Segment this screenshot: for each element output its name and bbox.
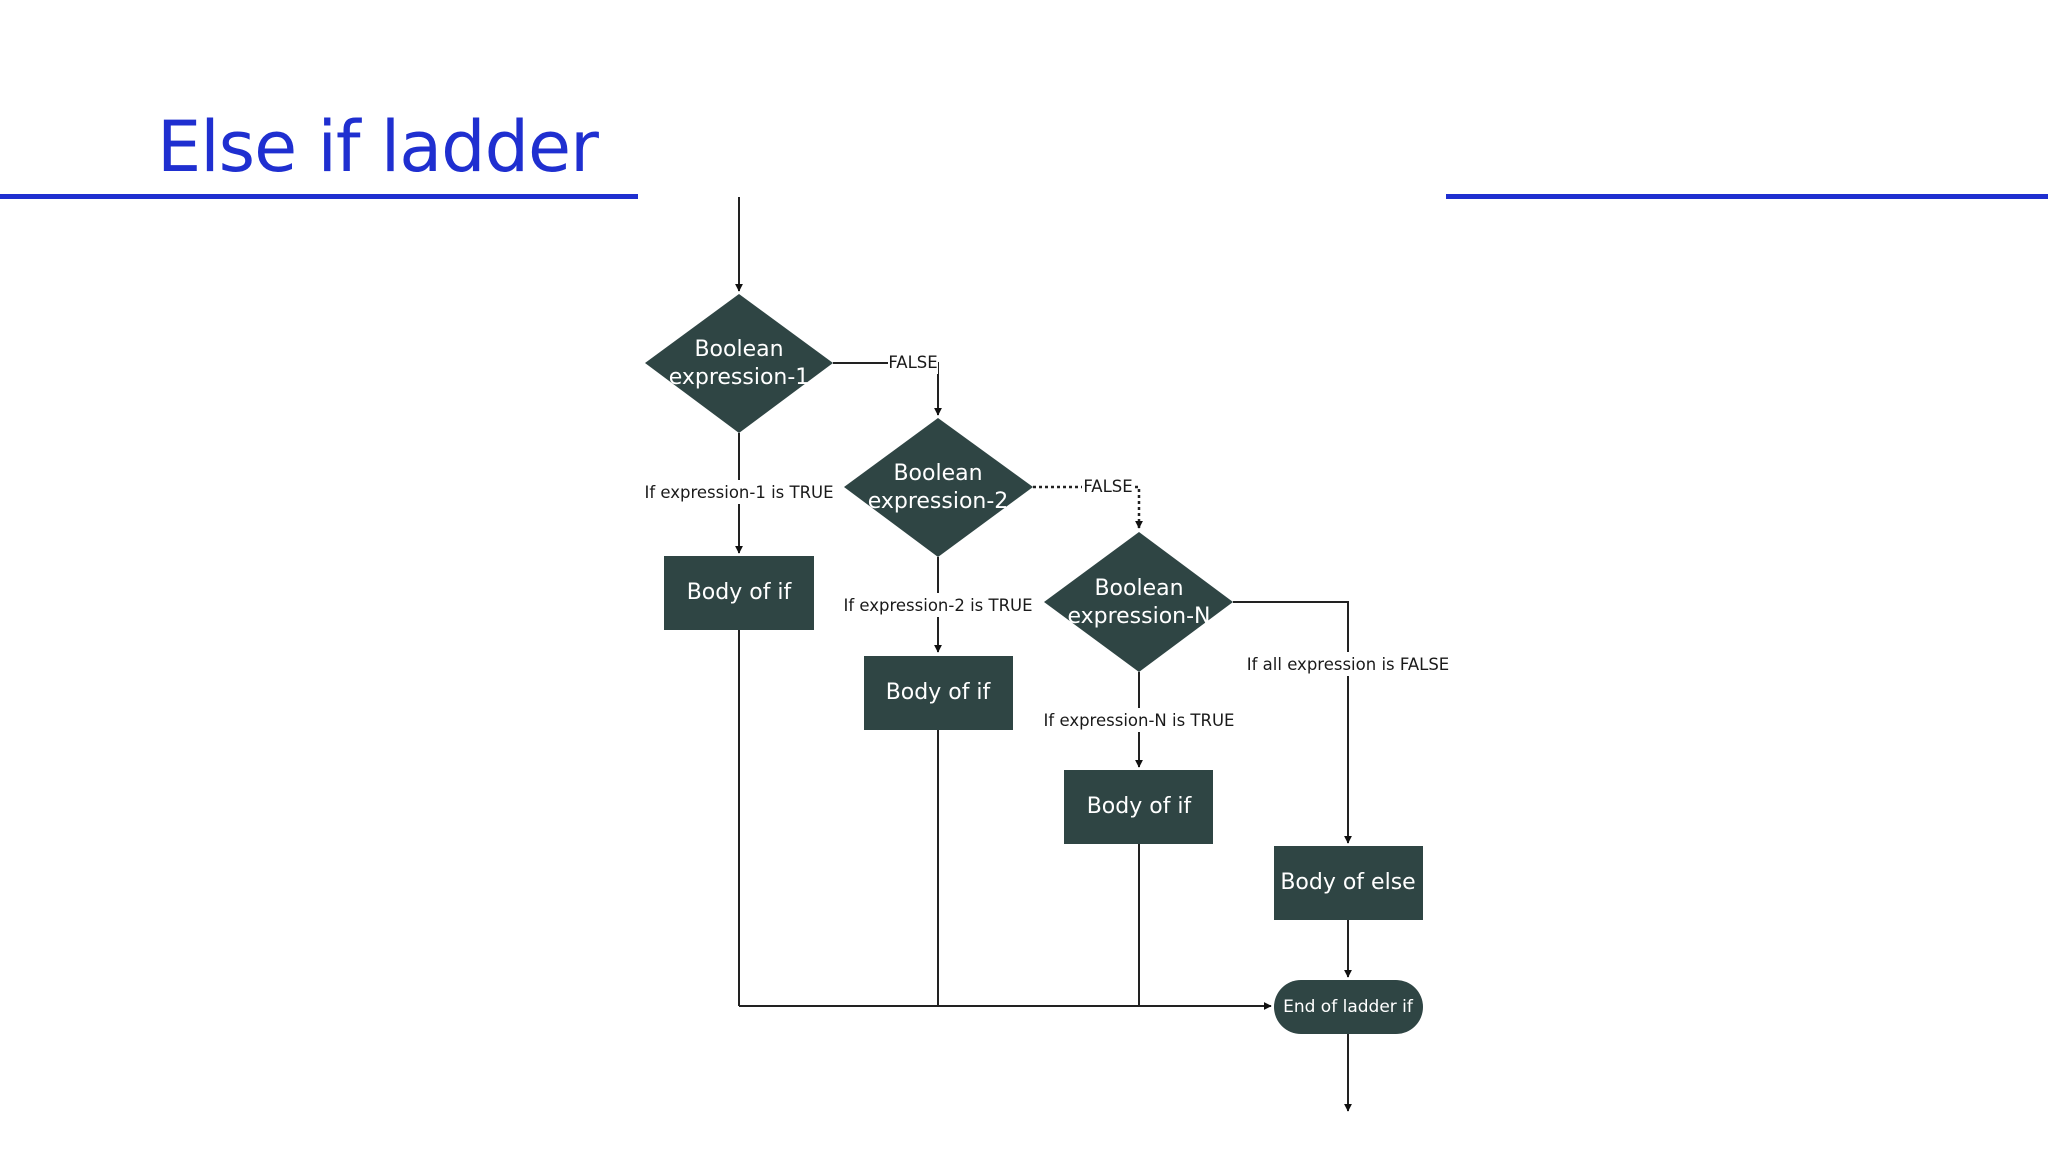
title-underline-left <box>0 194 638 199</box>
svg-text:If expression-1 is TRUE: If expression-1 is TRUE <box>644 483 833 502</box>
svg-text:Body of if: Body of if <box>687 580 793 605</box>
svg-text:End of ladder if: End of ladder if <box>1283 997 1414 1017</box>
svg-text:Body of if: Body of if <box>886 680 992 705</box>
svg-text:Boolean: Boolean <box>893 461 982 486</box>
body-of-else: Body of else <box>1274 846 1423 920</box>
svg-text:Boolean: Boolean <box>1094 576 1183 601</box>
slide-title: Else if ladder <box>157 106 599 188</box>
svg-text:If all expression is FALSE: If all expression is FALSE <box>1247 655 1449 674</box>
edge-label-false-2: FALSE <box>1082 474 1134 498</box>
svg-text:If expression-2 is TRUE: If expression-2 is TRUE <box>843 596 1032 615</box>
decision-expression-n: Boolean expression-N <box>1044 532 1233 672</box>
body-of-if-2: Body of if <box>864 656 1013 730</box>
svg-text:FALSE: FALSE <box>888 353 937 372</box>
decision-expression-1: Boolean expression-1 <box>645 294 833 433</box>
edge-label-true-1: If expression-1 is TRUE <box>644 480 834 504</box>
body-of-if-1: Body of if <box>664 556 814 630</box>
svg-text:Boolean: Boolean <box>694 337 783 362</box>
body-of-if-n: Body of if <box>1064 770 1213 844</box>
svg-text:FALSE: FALSE <box>1083 477 1132 496</box>
edge-label-all-false: If all expression is FALSE <box>1247 652 1449 676</box>
end-of-ladder: End of ladder if <box>1274 980 1423 1034</box>
edge-label-false-1: FALSE <box>888 350 938 374</box>
svg-text:expression-N: expression-N <box>1067 604 1210 629</box>
edge-label-true-n: If expression-N is TRUE <box>1044 708 1235 732</box>
edge-label-true-2: If expression-2 is TRUE <box>843 593 1033 617</box>
edge-false-2 <box>1033 485 1143 529</box>
svg-text:expression-1: expression-1 <box>669 365 810 390</box>
svg-text:If expression-N is TRUE: If expression-N is TRUE <box>1044 711 1235 730</box>
decision-expression-2: Boolean expression-2 <box>844 418 1033 557</box>
svg-text:Body of else: Body of else <box>1280 870 1415 895</box>
svg-text:Body of if: Body of if <box>1087 794 1193 819</box>
edge-all-false <box>1233 601 1352 844</box>
svg-text:expression-2: expression-2 <box>868 489 1009 514</box>
title-underline-right <box>1446 194 2048 199</box>
